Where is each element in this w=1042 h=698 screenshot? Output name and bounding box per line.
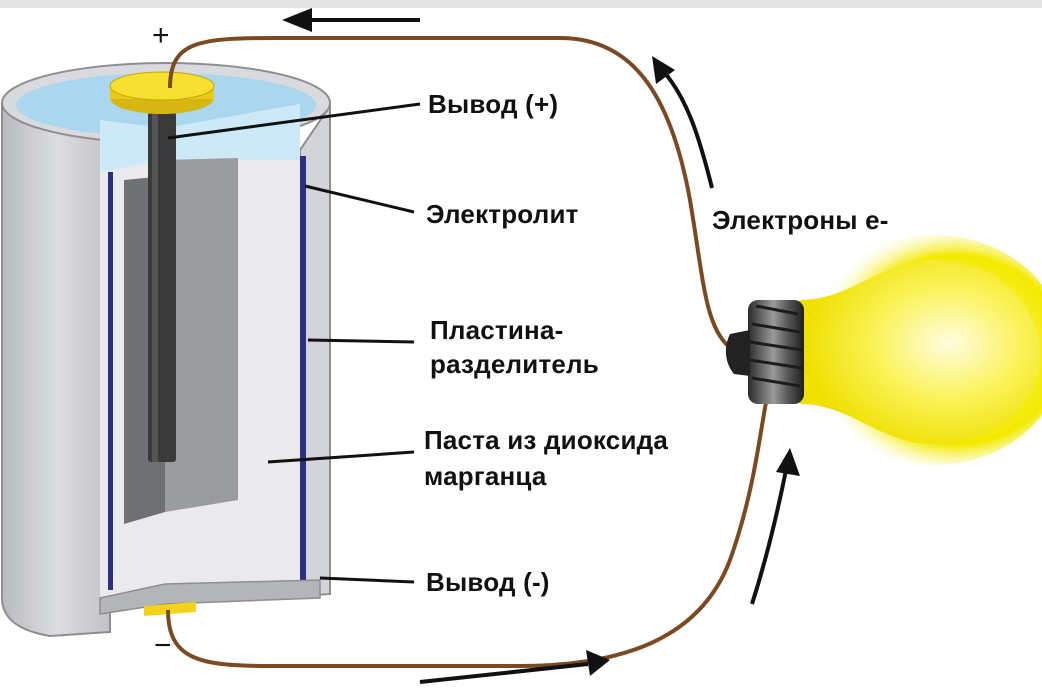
screw-thread-2 [751, 322, 801, 334]
bulb-glass [800, 259, 1040, 445]
arrow-icon-top [282, 8, 420, 32]
arrow-icon-bottom [419, 650, 610, 684]
arrow-icon-right-up [652, 56, 714, 189]
leader-terminal-negative [319, 576, 415, 584]
label-terminal-positive: Вывод (+) [428, 89, 559, 119]
leader-paste [267, 450, 415, 464]
plus-sign: + [152, 19, 170, 52]
label-paste-line1: Паста из диоксида [424, 425, 669, 455]
screw-thread-1 [755, 304, 799, 316]
top-edge-strip [0, 0, 1042, 8]
carbon-rod-highlight [152, 112, 158, 462]
label-electrolyte: Электролит [426, 199, 579, 229]
battery-outer-casing [1, 102, 111, 638]
positive-terminal-cap [109, 71, 215, 101]
label-separator-line1: Пластина- [430, 315, 564, 345]
screw-thread-3 [749, 340, 803, 352]
separator-left [108, 172, 113, 590]
wire-top [168, 36, 737, 354]
bulb-contact [725, 330, 750, 376]
leader-terminal-positive [167, 102, 421, 140]
label-electrons: Электроны е- [712, 205, 889, 235]
light-bulb-icon [725, 235, 1042, 465]
leader-separator [307, 338, 415, 344]
label-paste-line2: марганца [424, 461, 547, 491]
screw-thread-4 [749, 358, 803, 370]
battery-cutaway [1, 62, 331, 638]
leader-electrolyte [304, 184, 415, 214]
negative-terminal [144, 602, 196, 616]
arrow-icon-right-lower [750, 448, 800, 605]
label-terminal-negative: Вывод (-) [426, 567, 550, 597]
bulb-screw-base [748, 300, 804, 404]
wire-bottom [166, 391, 770, 668]
minus-sign: − [154, 629, 172, 662]
separator-right [300, 156, 306, 588]
inner-shade-mid [165, 158, 238, 512]
screw-thread-5 [751, 376, 801, 388]
label-separator-line2: разделитель [430, 349, 599, 379]
